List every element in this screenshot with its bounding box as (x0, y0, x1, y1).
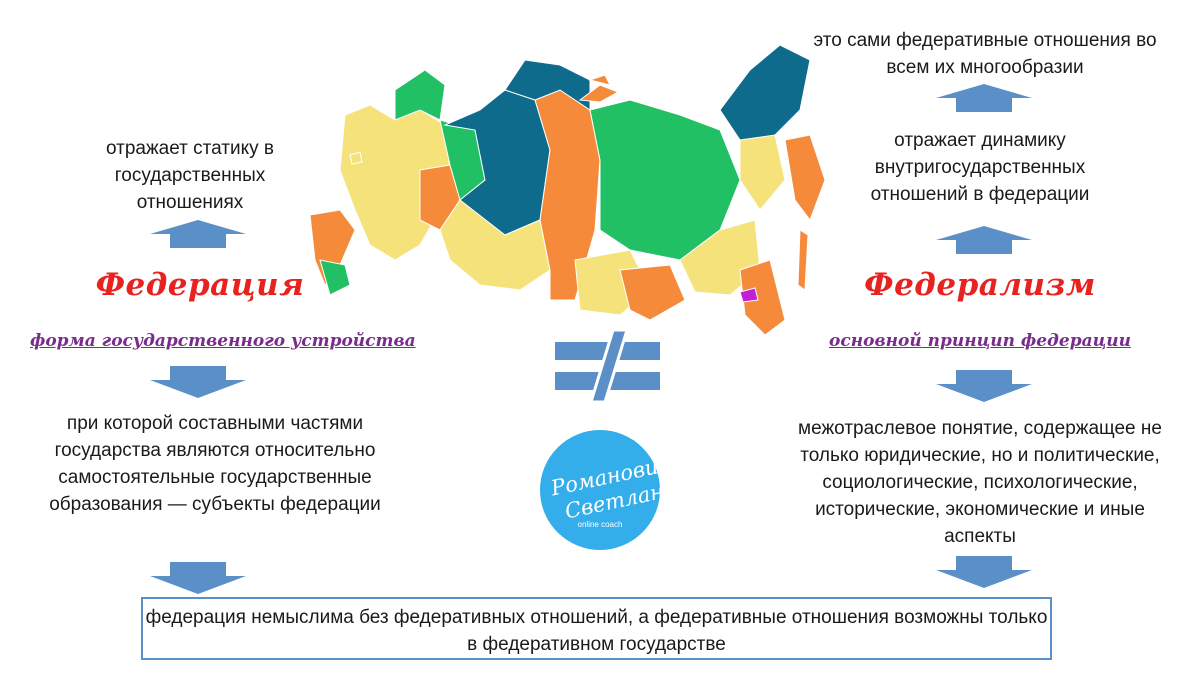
conclusion-text: федерация немыслима без федеративных отн… (145, 607, 1048, 655)
down-arrow-icon (150, 562, 246, 594)
right-middle-text: отражает динамику внутригосударственных … (870, 130, 1090, 205)
down-arrow-icon (150, 366, 246, 398)
federation-subtitle: форма государственного устройства (30, 331, 416, 351)
up-arrow-icon (936, 226, 1032, 254)
left-top-text: отражает статику в государственных отнош… (105, 138, 275, 213)
up-arrow-icon (150, 220, 246, 248)
federalism-definition: межотраслевое понятие, содержащее не тол… (798, 418, 1162, 547)
logo-caption: online coach (577, 520, 623, 529)
federalism-subtitle: основной принцип федерации (829, 331, 1131, 351)
down-arrow-icon (936, 556, 1032, 588)
federalism-title: Федерализм (864, 267, 1096, 303)
right-top-text: это сами федеративные отношения во всем … (813, 30, 1157, 78)
not-equal-icon (555, 328, 660, 407)
down-arrow-icon (936, 370, 1032, 402)
russia-map-image (309, 44, 826, 336)
up-arrow-icon (936, 84, 1032, 112)
russia-map (300, 30, 840, 350)
federation-title: Федерация (95, 267, 305, 303)
author-logo: Романович Светлана online coach (540, 430, 660, 550)
conclusion-box: федерация немыслима без федеративных отн… (141, 597, 1052, 660)
federation-definition: при которой составными частями государст… (49, 413, 381, 515)
